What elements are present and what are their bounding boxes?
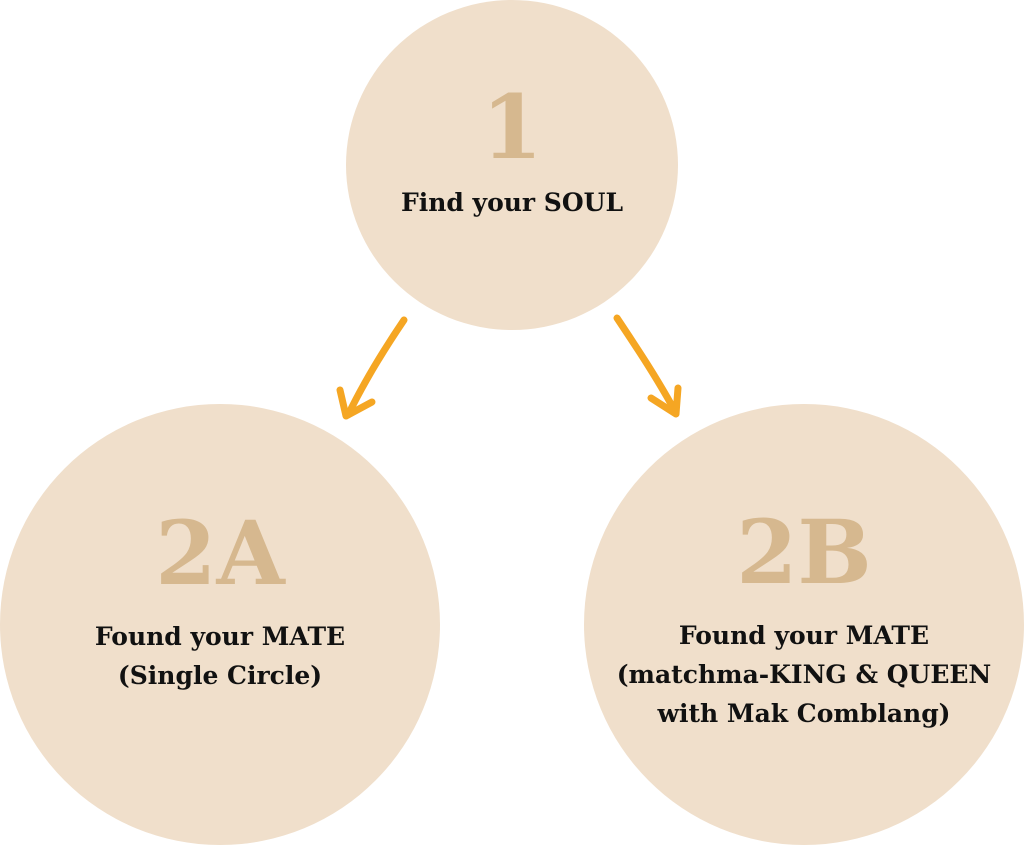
step-2a-circle: 2A Found your MATE (Single Circle) (0, 404, 440, 845)
step-2b-label-line: Found your MATE (678, 621, 930, 650)
step-2b-number: 2B (736, 500, 872, 604)
step-1-label: Find your SOUL (401, 187, 623, 219)
arrow-left-icon (336, 316, 408, 420)
step-2b-label-line: with Mak Comblang) (657, 699, 951, 728)
step-2a-label-line: (Single Circle) (117, 660, 323, 690)
step-2a-number: 2A (155, 500, 285, 605)
arrow-right-icon (613, 314, 682, 418)
step-2b-label: Found your MATE (matchma-KING & QUEEN wi… (617, 616, 992, 733)
step-1-circle: 1 Find your SOUL (346, 0, 678, 330)
step-2a-label: Found your MATE (Single Circle) (95, 617, 345, 695)
step-2a-label-line: Found your MATE (94, 621, 346, 651)
step-2b-label-line: (matchma-KING & QUEEN (616, 660, 992, 689)
step-2b-circle: 2B Found your MATE (matchma-KING & QUEEN… (584, 404, 1024, 845)
step-1-number: 1 (481, 75, 543, 179)
step-1-label-line: Find your SOUL (400, 188, 624, 217)
